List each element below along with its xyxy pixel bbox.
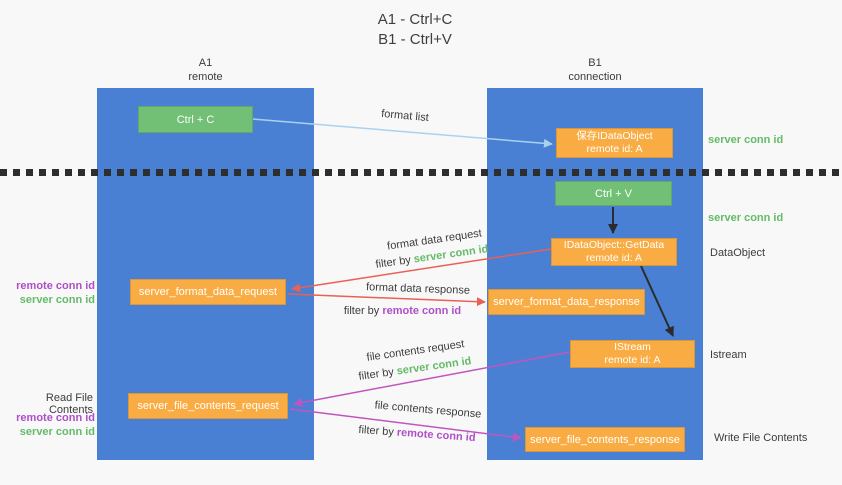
ctrl-v-label: Ctrl + V <box>595 187 632 200</box>
save-dataobject-line1: 保存IDataObject <box>576 130 653 142</box>
server-file-contents-response-label: server_file_contents_response <box>530 433 680 446</box>
diagram-title: A1 - Ctrl+C B1 - Ctrl+V <box>290 10 540 50</box>
filter-by-text: filter by <box>358 423 395 439</box>
server-conn-id-text: server conn id <box>395 355 473 378</box>
ctrl-c-label: Ctrl + C <box>176 113 215 126</box>
istream-side-label: Istream <box>710 349 747 361</box>
server-format-data-response-node: server_format_data_response <box>488 289 645 315</box>
right-server-conn-id-mid-label: server conn id <box>708 212 784 224</box>
lane-header-a1: A1 remote <box>97 56 314 84</box>
session-divider-dotted-line <box>0 169 842 176</box>
server-format-data-request-label: server_format_data_request <box>138 286 278 298</box>
getdata-line1: IDataObject::GetData <box>563 239 665 251</box>
getdata-line2: remote id: A <box>585 252 643 264</box>
title-line-2: B1 - Ctrl+V <box>378 31 452 48</box>
left-remote-conn-id-bottom-label: remote conn id <box>16 412 95 424</box>
istream-line2: remote id: A <box>604 354 661 366</box>
dataobject-label: DataObject <box>710 247 766 259</box>
read-file-contents-label: Read File Contents <box>45 392 93 416</box>
server-format-data-response-label: server_format_data_response <box>493 296 640 308</box>
filter-by-text: filter by <box>357 366 395 383</box>
server-file-contents-request-label: server_file_contents_request <box>137 400 279 412</box>
istream-node: IStream remote id: A <box>570 340 695 368</box>
ctrl-v-node: Ctrl + V <box>555 181 672 206</box>
remote-conn-id-text: remote conn id <box>396 426 476 445</box>
format-data-response-label: format data response <box>365 281 471 297</box>
filter-by-text: filter by <box>374 254 412 271</box>
title-line-1: A1 - Ctrl+C <box>377 11 453 28</box>
lane-a1-name: A1 <box>198 57 213 69</box>
filter-by-text: filter by <box>343 305 380 317</box>
remote-conn-id-text: remote conn id <box>382 305 462 317</box>
format-list-label: format list <box>380 107 430 125</box>
getdata-node: IDataObject::GetData remote id: A <box>551 238 677 266</box>
left-server-conn-id-bottom-label: server conn id <box>19 426 95 438</box>
file-contents-response-label: file contents response <box>374 399 482 421</box>
lane-header-b1: B1 connection <box>487 56 703 84</box>
save-dataobject-line2: remote id: A <box>586 143 643 155</box>
right-server-conn-id-top-label: server conn id <box>708 134 784 146</box>
server-file-contents-request-node: server_file_contents_request <box>128 393 288 419</box>
ctrl-c-node: Ctrl + C <box>138 106 253 133</box>
server-format-data-request-node: server_format_data_request <box>130 279 286 305</box>
server-file-contents-response-node: server_file_contents_response <box>525 427 685 452</box>
left-remote-conn-id-top-label: remote conn id <box>16 280 95 292</box>
lane-b1-name: B1 <box>588 57 602 69</box>
write-file-contents-label: Write File Contents <box>714 432 808 444</box>
lane-b1-role: connection <box>568 71 622 83</box>
istream-line1: IStream <box>614 341 651 353</box>
lane-a1-role: remote <box>188 71 223 83</box>
left-server-conn-id-top-label: server conn id <box>19 294 95 306</box>
save-dataobject-node: 保存IDataObject remote id: A <box>556 128 673 158</box>
